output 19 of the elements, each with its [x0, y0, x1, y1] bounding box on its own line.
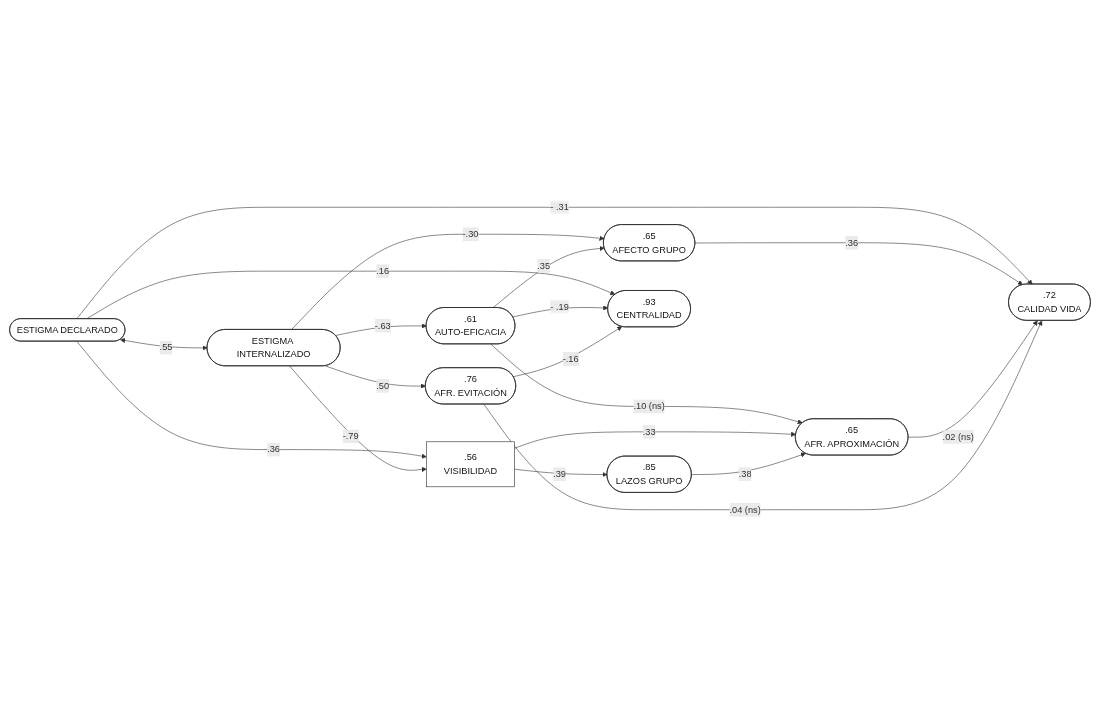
edge-label: .02 (ns): [942, 431, 974, 442]
edge-label: .36: [845, 237, 859, 248]
edge-label: -.63: [374, 320, 391, 331]
edge-label: .36: [267, 444, 281, 455]
edge-label: .10 (ns): [633, 401, 665, 412]
edge-label: -.79: [342, 431, 359, 442]
edge-label: .16: [376, 265, 390, 276]
edge-label: -.16: [562, 353, 579, 364]
edge-label: .55: [159, 342, 173, 353]
edge-label: .04 (ns): [729, 504, 761, 515]
node-box: .56 VISIBILIDAD: [426, 441, 515, 488]
edge-label: .39: [553, 469, 566, 479]
edge-label: .50: [376, 380, 390, 391]
edge-label: - .31: [550, 202, 569, 212]
edge-label: .38: [738, 469, 752, 479]
edge-label: - .19: [550, 301, 569, 312]
edge-label: .35: [537, 260, 551, 271]
edge-label: -.30: [462, 229, 479, 239]
edge-label: .33: [642, 426, 656, 437]
